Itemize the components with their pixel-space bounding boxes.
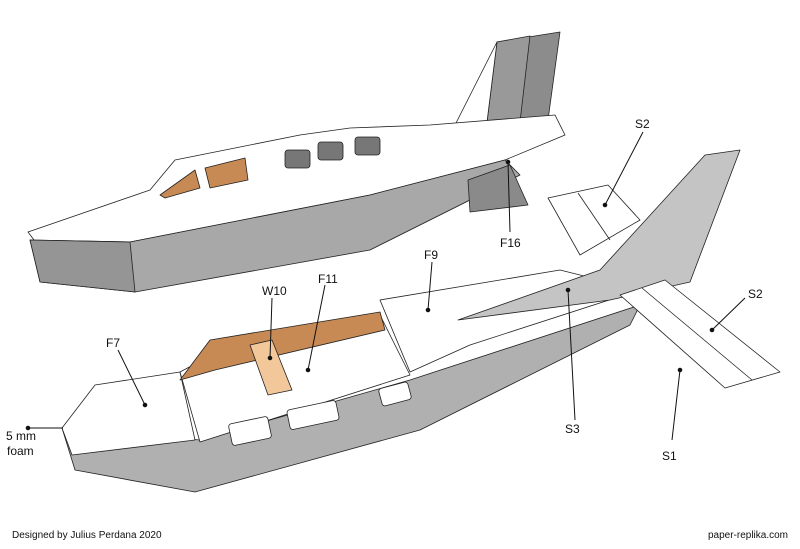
designer-credit: Designed by Julius Perdana 2020 — [12, 530, 162, 541]
label-s2-top: S2 — [635, 117, 650, 131]
label-w10: W10 — [262, 284, 287, 298]
label-s2-right: S2 — [748, 287, 763, 301]
label-f11: F11 — [318, 272, 338, 286]
vertical-tail-s3 — [457, 149, 741, 321]
nose-f7 — [61, 371, 196, 456]
left-stabilizer-s2 — [547, 184, 641, 256]
exploded-fuselage — [61, 149, 781, 493]
spar-w10 — [249, 339, 293, 396]
assembled-fuselage — [27, 31, 566, 293]
right-stabilizer-s1-s2 — [619, 279, 781, 389]
cabin-wall — [179, 311, 386, 381]
label-s1: S1 — [662, 449, 677, 463]
label-s3: S3 — [565, 422, 580, 436]
label-f7: F7 — [106, 336, 120, 350]
label-foam-line1: 5 mm — [6, 429, 36, 443]
website-credit: paper-replika.com — [707, 530, 788, 541]
label-foam-line2: foam — [7, 444, 34, 458]
label-f16: F16 — [500, 236, 521, 250]
label-f9: F9 — [424, 248, 438, 262]
horizontal-stabilizer-f16 — [467, 164, 529, 213]
leader-lines — [25, 131, 746, 441]
